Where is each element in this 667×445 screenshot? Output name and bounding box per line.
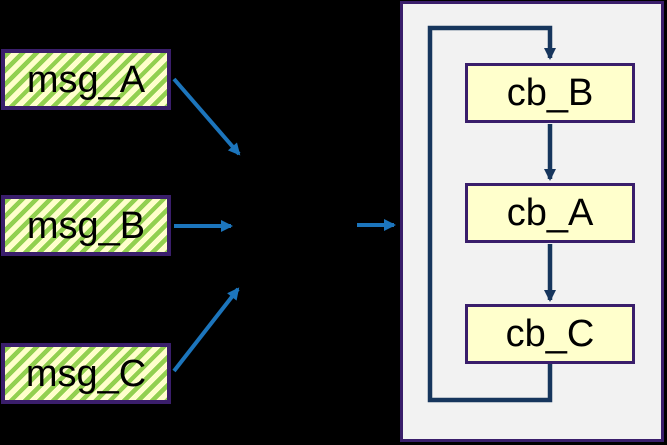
msg-b-label: msg_B [26, 204, 146, 247]
cb-b-label: cb_B [506, 72, 594, 114]
cb-a-box: cb_A [465, 183, 635, 243]
msg-c-label: msg_C [25, 352, 147, 395]
msg-c-box: msg_C [1, 343, 171, 404]
cb-c-label: cb_C [505, 313, 595, 355]
cb-c-box: cb_C [465, 304, 635, 364]
msg-b-box: msg_B [1, 195, 171, 256]
msg-a-label: msg_A [26, 58, 146, 101]
msg-a-box: msg_A [1, 49, 171, 110]
cb-b-box: cb_B [465, 63, 635, 123]
msg-c-arrow [172, 287, 240, 373]
cb-a-label: cb_A [506, 192, 594, 234]
msg-a-arrow [172, 77, 241, 156]
